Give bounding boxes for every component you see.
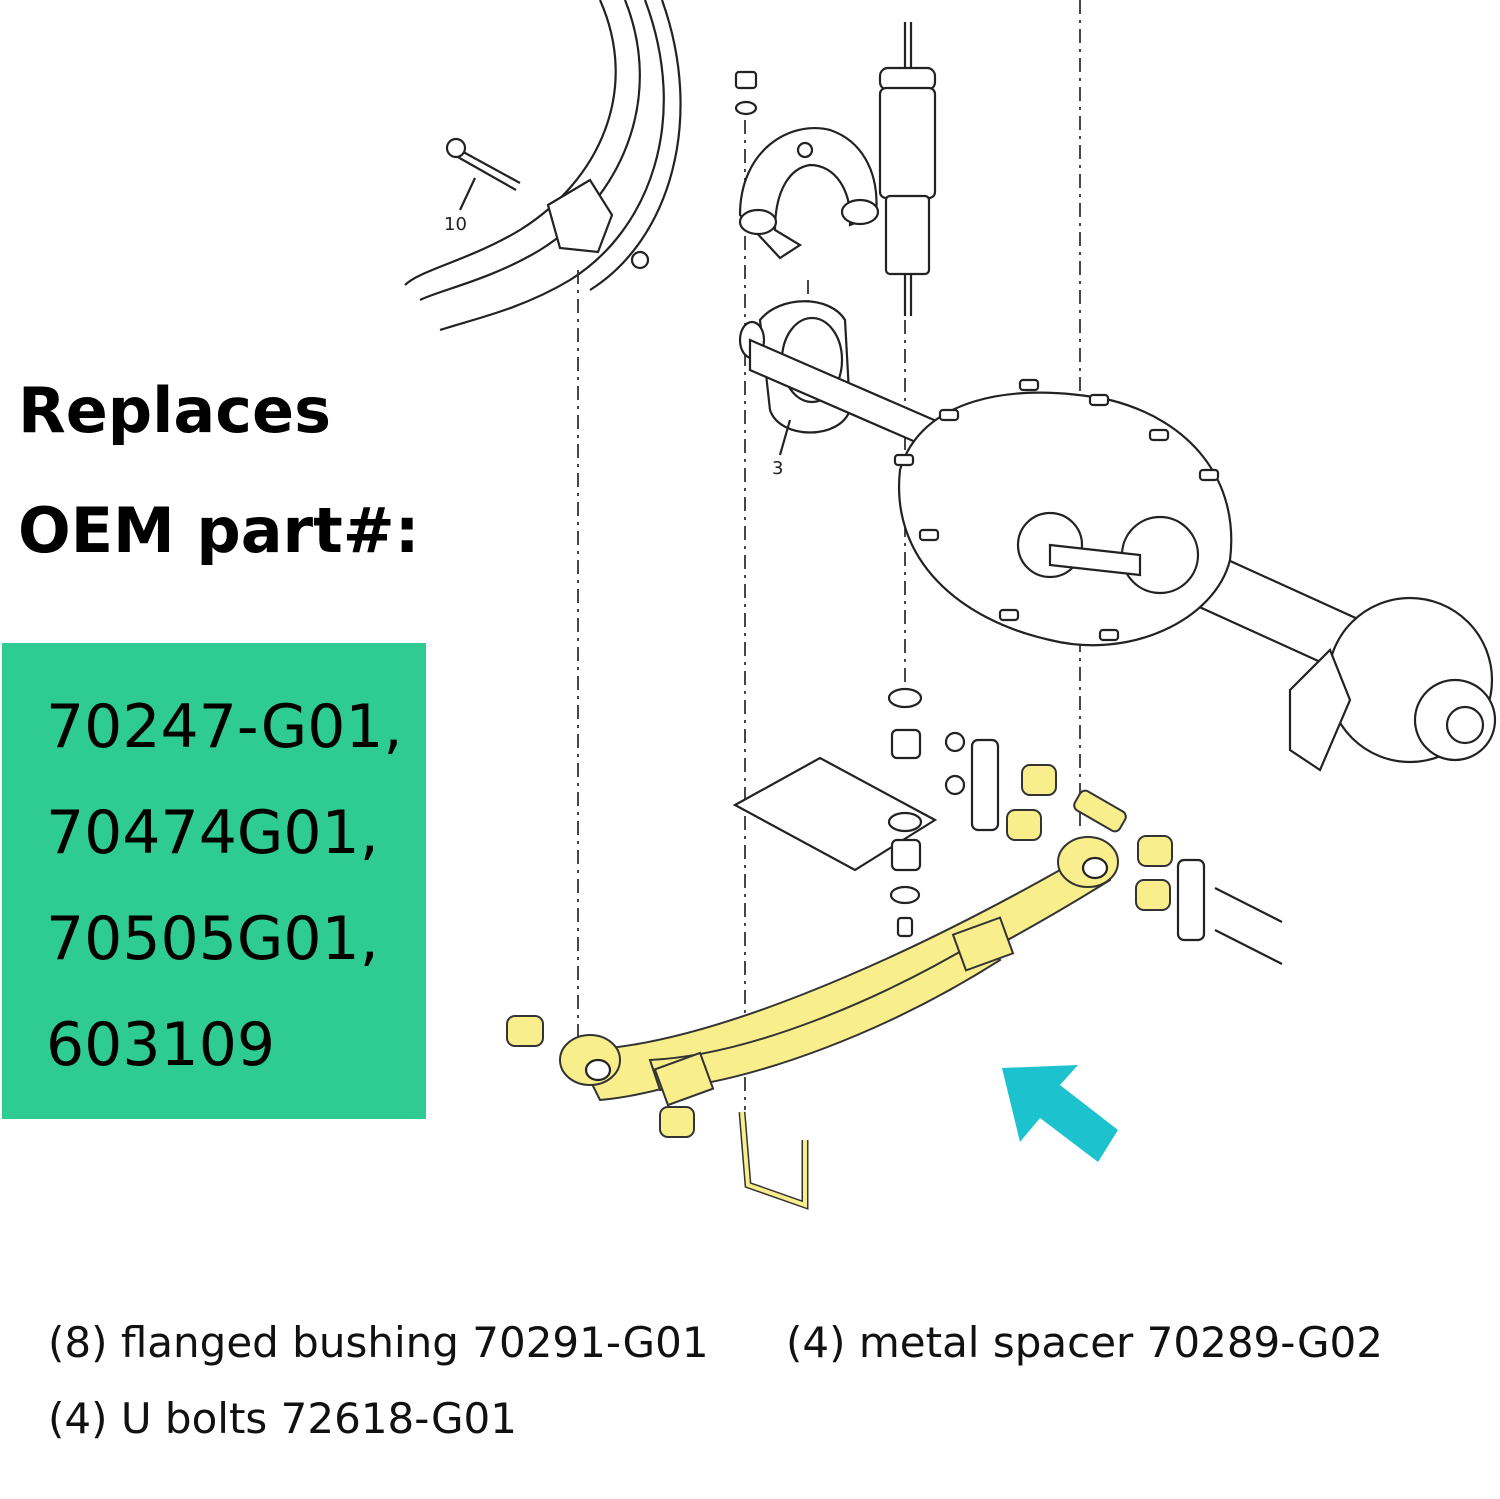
leaf-spring bbox=[559, 836, 1119, 1107]
oem-part-number: 70474G01, bbox=[46, 798, 379, 868]
callout-10: 10 bbox=[444, 214, 467, 235]
callout-3: 3 bbox=[772, 458, 783, 479]
heading-replaces: Replaces bbox=[18, 374, 331, 447]
oem-parts-box: 70247-G01, 70474G01, 70505G01, 603109 bbox=[2, 643, 426, 1119]
rear-axle bbox=[748, 338, 1497, 772]
oem-part-number: 70505G01, bbox=[46, 904, 379, 974]
heading-oem-part: OEM part#: bbox=[18, 494, 420, 567]
clamp-bracket bbox=[738, 127, 880, 260]
oem-part-number: 70247-G01, bbox=[46, 692, 403, 762]
shock-absorber bbox=[878, 22, 937, 316]
oem-part-number: 603109 bbox=[46, 1010, 276, 1080]
note-flanged-bushing: (8) flanged bushing 70291-G01 bbox=[48, 1318, 709, 1367]
mount-hardware bbox=[732, 687, 1283, 965]
bolt-10: 10 bbox=[444, 137, 521, 235]
flanged-bushings bbox=[506, 764, 1173, 1138]
note-u-bolts: (4) U bolts 72618-G01 bbox=[48, 1394, 517, 1443]
arrow-icon bbox=[1002, 1065, 1118, 1162]
frame-rail bbox=[404, 0, 682, 332]
note-metal-spacer: (4) metal spacer 70289-G02 bbox=[786, 1318, 1383, 1367]
top-nut bbox=[734, 70, 758, 116]
u-bolt bbox=[738, 1111, 809, 1210]
